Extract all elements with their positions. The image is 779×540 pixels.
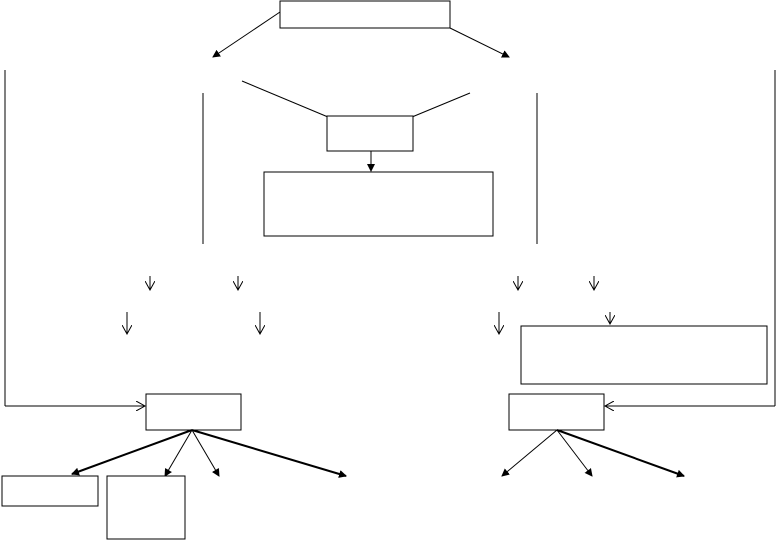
right-hub-arrow-1 <box>501 429 558 477</box>
left-hub-arrow-4 <box>191 429 347 478</box>
left-hub-box <box>145 393 242 431</box>
bottom-left-box-1 <box>1 475 99 507</box>
bottom-left-box-2 <box>106 475 186 540</box>
left-hub-arrow-3 <box>191 429 220 477</box>
top-right-arrow <box>449 27 510 58</box>
center-large-box <box>263 171 494 237</box>
right-hub-arrow-2 <box>556 429 593 477</box>
top-left-arrow <box>212 11 281 58</box>
left-hub-arrow-2 <box>164 429 193 477</box>
right-mid-box <box>520 325 768 385</box>
top-box <box>279 0 451 29</box>
converge-right-line <box>411 92 471 118</box>
right-hub-box <box>508 393 605 431</box>
center-small-box <box>326 115 414 152</box>
converge-left-line <box>241 80 329 118</box>
left-hub-arrow-1 <box>71 429 193 476</box>
right-hub-arrow-3 <box>556 429 685 478</box>
